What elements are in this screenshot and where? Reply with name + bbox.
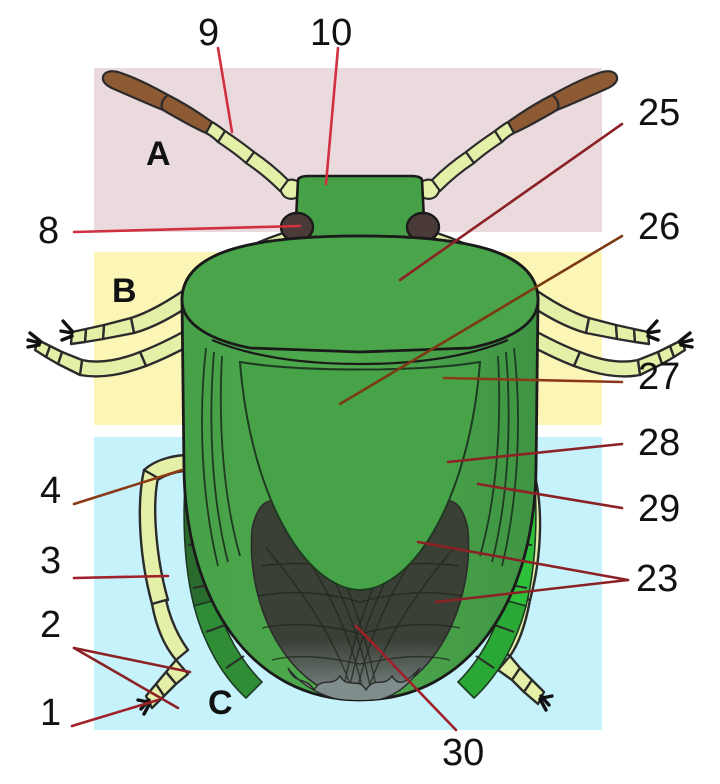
leader-27 — [442, 376, 624, 384]
callout-label-4: 4 — [40, 470, 62, 512]
callout-label-23: 23 — [636, 558, 679, 600]
callout-label-26: 26 — [638, 206, 681, 248]
antennae — [101, 70, 619, 200]
leader-2b — [72, 646, 180, 710]
leader-3 — [72, 574, 170, 580]
wing-veins — [201, 347, 519, 567]
leader-lines — [70, 46, 630, 732]
callout-label-2: 2 — [40, 604, 62, 646]
callout-label-1: 1 — [40, 692, 62, 734]
leader-10 — [324, 46, 340, 186]
leader-29 — [476, 482, 624, 510]
callout-label-27: 27 — [638, 356, 681, 398]
leader-28 — [446, 442, 624, 464]
callout-label-29: 29 — [638, 488, 681, 530]
callout-label-28: 28 — [638, 422, 681, 464]
antenna-right — [416, 70, 619, 200]
leader-2a — [72, 646, 192, 674]
leader-1 — [70, 698, 160, 728]
leader-23a — [416, 540, 630, 582]
leader-30 — [354, 624, 458, 732]
scutellum — [238, 360, 482, 592]
pronotum-edge — [211, 338, 509, 366]
callout-label-30: 30 — [442, 732, 485, 774]
callout-label-25: 25 — [638, 92, 681, 134]
callout-label-8: 8 — [38, 210, 60, 252]
region-label-c: C — [208, 684, 233, 722]
leader-4 — [72, 468, 184, 506]
bug-body — [180, 174, 540, 702]
region-label-a: A — [146, 135, 171, 173]
region-label-b: B — [112, 272, 137, 310]
leader-23b — [434, 578, 630, 604]
callout-label-3: 3 — [40, 540, 62, 582]
leader-9 — [216, 46, 234, 134]
callout-label-9: 9 — [198, 12, 220, 54]
leader-25 — [398, 122, 624, 282]
pronotum — [180, 234, 540, 354]
leader-26 — [338, 234, 624, 406]
leader-8 — [72, 224, 302, 234]
callout-label-10: 10 — [310, 12, 353, 54]
antenna-left — [101, 70, 304, 200]
